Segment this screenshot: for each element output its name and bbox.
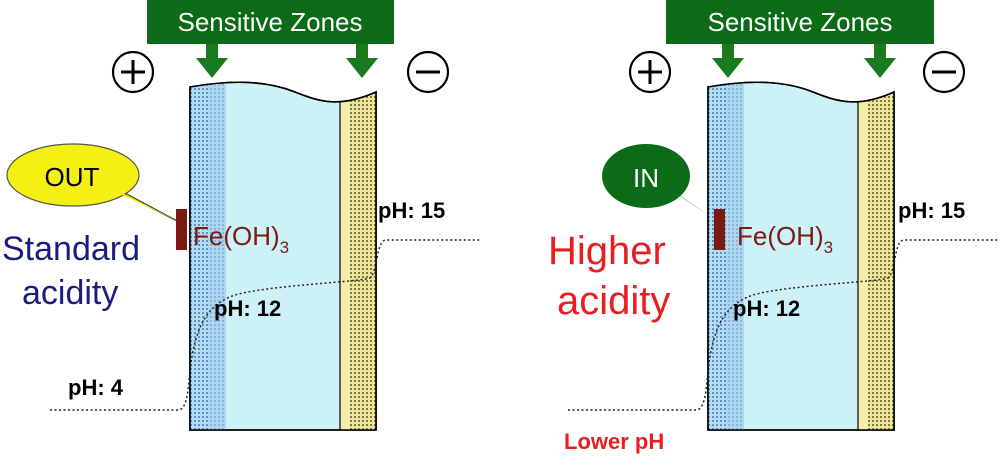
minus-icon-left (406, 50, 450, 94)
condition-line2-left: acidity (22, 274, 118, 312)
fe-deposit-right (714, 209, 725, 250)
arrow-cathode-left (346, 44, 378, 78)
compound-label-right: Fe(OH)3 (737, 221, 833, 257)
bubble-out-text: OUT (45, 162, 100, 192)
right-panel: Sensitive Zones IN Fe(OH)3 Higher acidit… (548, 0, 999, 454)
condition-line2-right: acidity (557, 279, 670, 323)
ph-high-right: pH: 15 (898, 198, 965, 223)
ph-mid-left: pH: 12 (214, 296, 281, 321)
plus-icon-right (628, 50, 672, 94)
condition-line1-right: Higher (548, 229, 666, 273)
sensitive-zones-banner-left: Sensitive Zones (147, 0, 394, 44)
arrow-anode-left (196, 44, 228, 78)
fe-deposit-left (176, 209, 187, 250)
arrow-anode-right (712, 44, 744, 78)
ph-low-left: pH: 4 (68, 375, 124, 400)
bubble-in: IN (602, 144, 712, 218)
condition-line1-left: Standard (2, 230, 140, 268)
compound-label-left: Fe(OH)3 (193, 221, 289, 257)
ph-high-left: pH: 15 (378, 198, 445, 223)
bubble-in-text: IN (633, 163, 659, 193)
sensitive-zones-banner-right: Sensitive Zones (666, 0, 934, 44)
plus-icon-left (111, 50, 155, 94)
bubble-out: OUT (6, 143, 186, 226)
minus-icon-right (922, 50, 966, 94)
left-panel: Sensitive Zones OUT Fe(OH)3 Standard aci… (2, 0, 481, 431)
banner-label-right: Sensitive Zones (708, 7, 893, 37)
ph-mid-right: pH: 12 (733, 296, 800, 321)
banner-label-left: Sensitive Zones (178, 7, 363, 37)
arrow-cathode-right (864, 44, 896, 78)
ph-low-right: Lower pH (564, 429, 664, 454)
